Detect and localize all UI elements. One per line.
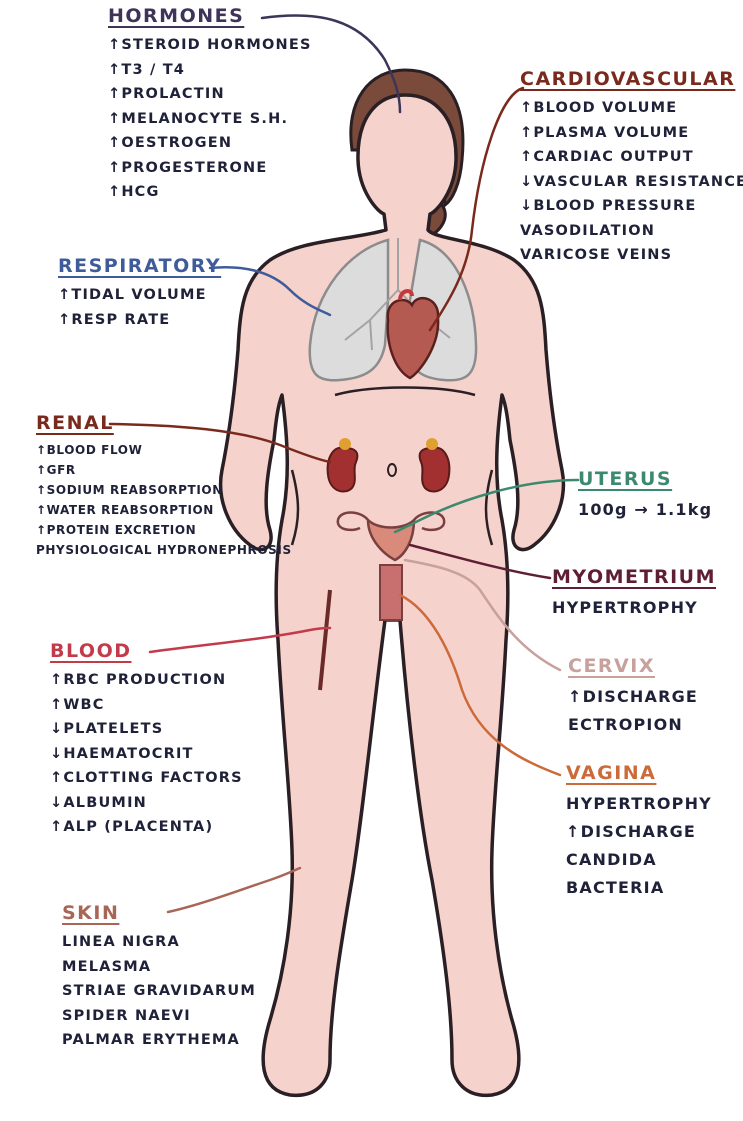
cervix-item: ECTROPION <box>568 711 698 739</box>
cardiovascular-heading: CARDIOVASCULAR <box>520 68 743 90</box>
hormones-item: ↑OESTROGEN <box>108 131 312 156</box>
cardiovascular-item: ↑BLOOD VOLUME <box>520 96 743 121</box>
skin-item: SPIDER NAEVI <box>62 1004 256 1029</box>
skin-heading: SKIN <box>62 902 256 924</box>
uterus-block: UTERUS 100g → 1.1kg <box>578 468 712 524</box>
hormones-list: ↑STEROID HORMONES↑T3 / T4↑PROLACTIN↑MELA… <box>108 33 312 205</box>
respiratory-list: ↑TIDAL VOLUME↑RESP RATE <box>58 283 221 332</box>
renal-item: ↑PROTEIN EXCRETION <box>36 520 292 540</box>
blood-list: ↑RBC PRODUCTION↑WBC↓PLATELETS↓HAEMATOCRI… <box>50 668 243 840</box>
cardiovascular-item: VASODILATION <box>520 219 743 244</box>
renal-item: ↑SODIUM REABSORPTION <box>36 480 292 500</box>
blood-item: ↓ALBUMIN <box>50 791 243 816</box>
blood-item: ↑CLOTTING FACTORS <box>50 766 243 791</box>
respiratory-item: ↑RESP RATE <box>58 308 221 333</box>
hormones-item: ↑MELANOCYTE S.H. <box>108 107 312 132</box>
myometrium-block: MYOMETRIUM HYPERTROPHY <box>552 566 716 622</box>
cardiovascular-item: ↑PLASMA VOLUME <box>520 121 743 146</box>
vagina-item: HYPERTROPHY <box>566 790 712 818</box>
vagina-item: BACTERIA <box>566 874 712 902</box>
renal-list: ↑BLOOD FLOW↑GFR↑SODIUM REABSORPTION↑WATE… <box>36 440 292 560</box>
hormones-item: ↑HCG <box>108 180 312 205</box>
renal-item: ↑GFR <box>36 460 292 480</box>
blood-item: ↑WBC <box>50 693 243 718</box>
renal-heading: RENAL <box>36 412 292 434</box>
blood-block: BLOOD ↑RBC PRODUCTION↑WBC↓PLATELETS↓HAEM… <box>50 640 243 840</box>
renal-block: RENAL ↑BLOOD FLOW↑GFR↑SODIUM REABSORPTIO… <box>36 412 292 560</box>
renal-item: PHYSIOLOGICAL HYDRONEPHROSIS <box>36 540 292 560</box>
skin-item: LINEA NIGRA <box>62 930 256 955</box>
hormones-item: ↑PROGESTERONE <box>108 156 312 181</box>
cardiovascular-item: ↓VASCULAR RESISTANCE <box>520 170 743 195</box>
blood-item: ↑RBC PRODUCTION <box>50 668 243 693</box>
myometrium-heading: MYOMETRIUM <box>552 566 716 588</box>
respiratory-heading: RESPIRATORY <box>58 255 221 277</box>
blood-item: ↓HAEMATOCRIT <box>50 742 243 767</box>
uterus-item: 100g → 1.1kg <box>578 496 712 524</box>
blood-heading: BLOOD <box>50 640 243 662</box>
uterus-list: 100g → 1.1kg <box>578 496 712 524</box>
vagina-item: CANDIDA <box>566 846 712 874</box>
blood-item: ↑ALP (PLACENTA) <box>50 815 243 840</box>
renal-item: ↑WATER REABSORPTION <box>36 500 292 520</box>
respiratory-block: RESPIRATORY ↑TIDAL VOLUME↑RESP RATE <box>58 255 221 332</box>
cardiovascular-item: ↓BLOOD PRESSURE <box>520 194 743 219</box>
hormones-item: ↑PROLACTIN <box>108 82 312 107</box>
cardiovascular-item: ↑CARDIAC OUTPUT <box>520 145 743 170</box>
cardiovascular-item: VARICOSE VEINS <box>520 243 743 268</box>
hormones-block: HORMONES ↑STEROID HORMONES↑T3 / T4↑PROLA… <box>108 5 312 205</box>
renal-item: ↑BLOOD FLOW <box>36 440 292 460</box>
cervix-item: ↑DISCHARGE <box>568 683 698 711</box>
vagina-item: ↑DISCHARGE <box>566 818 712 846</box>
blood-item: ↓PLATELETS <box>50 717 243 742</box>
skin-item: PALMAR ERYTHEMA <box>62 1028 256 1053</box>
myometrium-list: HYPERTROPHY <box>552 594 716 622</box>
myometrium-item: HYPERTROPHY <box>552 594 716 622</box>
cardiovascular-list: ↑BLOOD VOLUME↑PLASMA VOLUME↑CARDIAC OUTP… <box>520 96 743 268</box>
cervix-heading: CERVIX <box>568 655 698 677</box>
hormones-heading: HORMONES <box>108 5 312 27</box>
hormones-item: ↑T3 / T4 <box>108 58 312 83</box>
skin-item: MELASMA <box>62 955 256 980</box>
cardiovascular-block: CARDIOVASCULAR ↑BLOOD VOLUME↑PLASMA VOLU… <box>520 68 743 268</box>
respiratory-item: ↑TIDAL VOLUME <box>58 283 221 308</box>
uterus-heading: UTERUS <box>578 468 712 490</box>
vagina-heading: VAGINA <box>566 762 712 784</box>
hormones-item: ↑STEROID HORMONES <box>108 33 312 58</box>
skin-item: STRIAE GRAVIDARUM <box>62 979 256 1004</box>
